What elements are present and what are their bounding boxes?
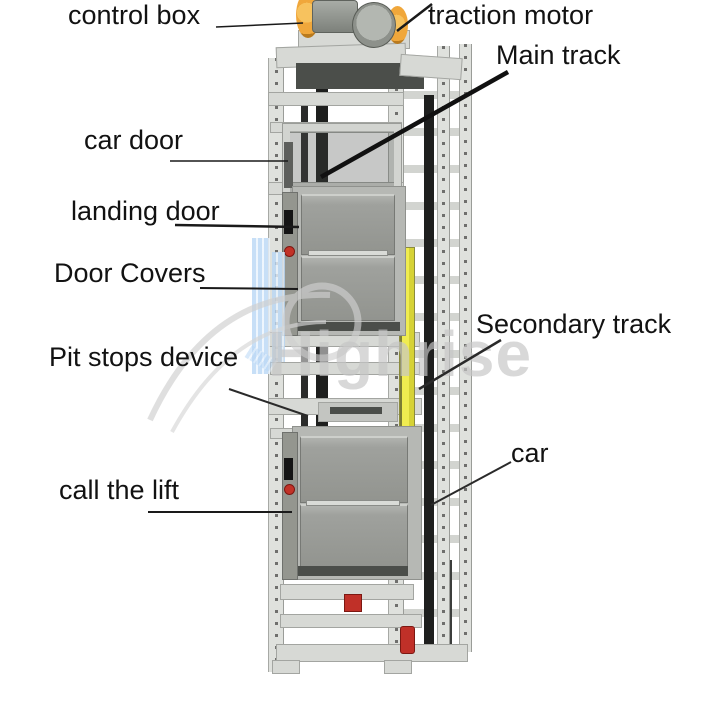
leader-door-covers <box>199 287 299 290</box>
car-door-edge <box>284 142 293 188</box>
leader-control-box <box>215 22 304 28</box>
leader-traction-motor <box>396 3 433 32</box>
pit-stop-device-detail <box>330 407 382 414</box>
upper-car-sill <box>296 322 400 331</box>
crossbar-1 <box>268 92 404 106</box>
label-car-door: car door <box>84 125 184 155</box>
lower-panel-display <box>284 458 293 480</box>
buffer-spring <box>400 626 415 654</box>
leader-main-track <box>319 70 510 179</box>
leader-pit-stops <box>228 388 309 417</box>
leader-car <box>430 461 512 506</box>
watermark-text: Highrise <box>268 318 533 390</box>
label-call-the-lift: call the lift <box>59 475 180 505</box>
traction-motor-body <box>312 0 358 33</box>
label-traction-motor: traction motor <box>428 0 594 30</box>
label-car: car <box>511 438 549 468</box>
label-pit-stops-device: Pit stops device <box>49 342 239 372</box>
base-foot-right <box>384 660 412 674</box>
label-secondary-track: Secondary track <box>476 309 672 339</box>
upper-panel-button <box>284 246 295 257</box>
upper-panel-display <box>284 210 293 234</box>
base-foot-left <box>272 660 300 674</box>
label-main-track: Main track <box>496 40 621 70</box>
lower-car-door-top <box>300 436 408 503</box>
base-beam-2 <box>280 614 422 628</box>
label-landing-door: landing door <box>71 196 220 226</box>
leader-secondary-track <box>418 338 502 391</box>
base-rail <box>276 644 468 662</box>
lower-car-sill <box>296 566 408 576</box>
frame-post-back-right-2 <box>459 44 472 652</box>
leader-landing-door <box>174 223 300 229</box>
buffer-mid <box>344 594 362 612</box>
upper-car-door-handle <box>308 250 388 256</box>
secondary-track-rail <box>424 95 434 653</box>
call-button <box>284 484 295 495</box>
lower-car-door-handle <box>306 500 400 506</box>
watermark-building-slab-2 <box>272 252 285 362</box>
traction-gearbox <box>352 2 396 48</box>
label-control-box: control box <box>68 0 201 30</box>
frame-post-back-right-1 <box>437 46 450 658</box>
label-door-covers: Door Covers <box>54 258 206 288</box>
upper-car-door-top <box>301 194 395 255</box>
